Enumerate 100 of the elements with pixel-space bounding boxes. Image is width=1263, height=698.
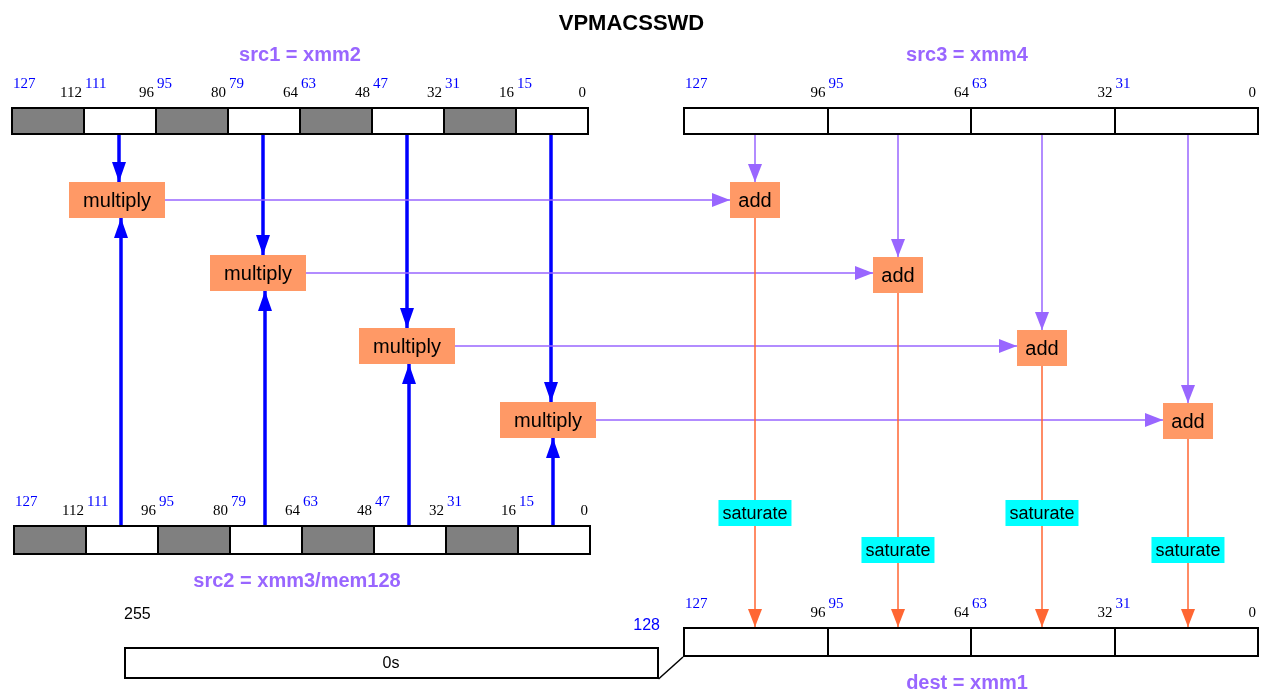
operation-box: add [1163,403,1213,439]
bit-number: 47 [373,76,388,91]
register-label: src3 = xmm4 [906,42,1028,67]
bit-number: 48 [355,85,370,100]
bit-number: 127 [685,596,708,611]
operation-box: add [730,182,780,218]
register-cell [683,107,829,135]
arrow [454,339,1018,353]
bit-number: 255 [124,606,151,622]
register-label: src1 = xmm2 [239,42,361,67]
diagram-title: VPMACSSWD [558,9,705,37]
bit-number: 96 [810,85,826,100]
bit-number: 95 [157,76,172,91]
arrow [1035,365,1049,628]
edge-label: saturate [1151,537,1225,563]
register-cell [229,525,303,555]
bit-number: 128 [633,617,660,633]
bit-number: 63 [972,76,987,91]
bit-number: 80 [213,503,228,518]
bit-number: 15 [517,76,532,91]
register-cell [826,107,972,135]
bit-number: 112 [60,85,82,100]
bit-number: 95 [828,596,844,611]
operation-box: multiply [69,182,165,218]
bit-number: 96 [810,605,826,620]
register-cell [1113,627,1259,657]
bit-number: 64 [283,85,298,100]
bit-number: 80 [211,85,226,100]
bit-number: 31 [1115,76,1131,91]
register-cell [299,107,373,135]
bit-number: 127 [685,76,708,91]
register-label: dest = xmm1 [906,670,1028,695]
bit-number: 79 [229,76,244,91]
bit-number: 95 [159,494,174,509]
register-cell [373,525,447,555]
arrow [164,193,731,207]
operation-box: add [1017,330,1067,366]
zero-register-box: 0s [123,647,659,679]
bit-number: 63 [972,596,987,611]
bit-number: 64 [954,605,969,620]
bit-number: 63 [301,76,316,91]
bit-number: 63 [303,494,318,509]
bit-number: 31 [1115,596,1131,611]
operation-box: add [873,257,923,293]
bit-number: 32 [1097,85,1113,100]
arrow [1181,134,1195,404]
bit-number: 96 [139,85,154,100]
bit-number: 0 [578,85,586,100]
register-cell [157,525,231,555]
bit-number: 127 [13,76,36,91]
bit-number: 15 [519,494,534,509]
register-cell [301,525,375,555]
register-cell [443,107,517,135]
arrow [544,135,558,402]
bit-number: 111 [85,76,107,91]
register-cell [155,107,229,135]
bit-number: 31 [445,76,460,91]
bit-number: 95 [828,76,844,91]
arrow [595,413,1164,427]
arrow [1035,134,1049,331]
bit-number: 32 [1097,605,1113,620]
arrow [546,438,560,525]
bit-number: 112 [62,503,84,518]
operation-box: multiply [210,255,306,291]
arrow [748,134,762,183]
bit-number: 79 [231,494,246,509]
bit-number: 16 [499,85,514,100]
operation-box: multiply [359,328,455,364]
register-cell [13,525,87,555]
bit-number: 127 [15,494,38,509]
register-cell [826,627,972,657]
arrow [258,291,272,525]
bit-number: 32 [429,503,444,518]
bit-number: 47 [375,494,390,509]
bit-number: 31 [447,494,462,509]
arrow [256,135,270,255]
arrow [891,134,905,258]
register-cell [445,525,519,555]
bit-number: 48 [357,503,372,518]
bit-number: 0 [580,503,588,518]
bit-number: 32 [427,85,442,100]
operation-box: multiply [500,402,596,438]
edge-label: saturate [861,537,935,563]
bit-number: 64 [285,503,300,518]
register-cell [83,107,157,135]
bit-number: 0 [1248,85,1256,100]
edge-label: saturate [1005,500,1079,526]
arrow [402,364,416,525]
register-cell [683,627,829,657]
arrow [305,266,874,280]
register-cell [11,107,85,135]
arrow [112,135,126,182]
bit-number: 96 [141,503,156,518]
arrow [748,217,762,628]
bit-number: 0 [1248,605,1256,620]
connector-line [657,656,684,680]
register-cell [515,107,589,135]
register-label: src2 = xmm3/mem128 [193,568,401,593]
register-cell [970,107,1116,135]
register-cell [85,525,159,555]
